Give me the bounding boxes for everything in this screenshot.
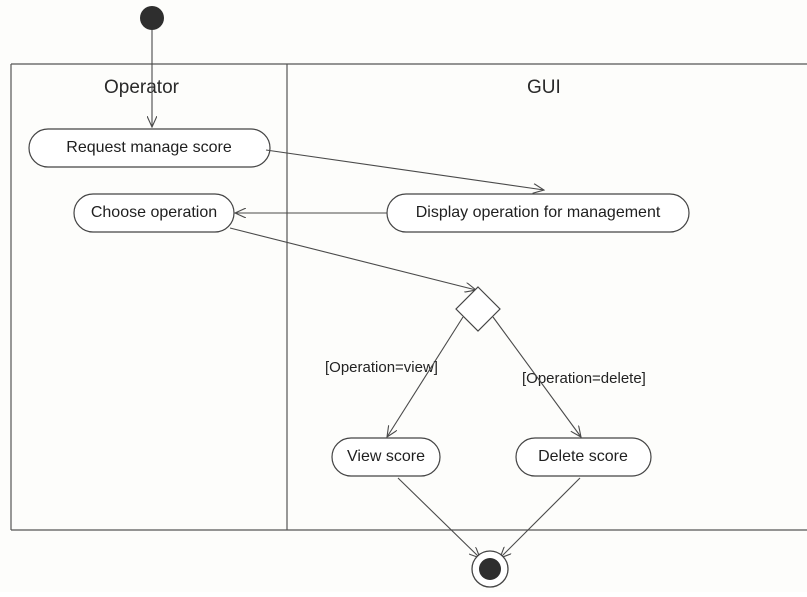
action-shape: [28, 128, 271, 168]
final-node: [471, 550, 509, 588]
initial-node: [140, 6, 164, 30]
action-shape: [73, 193, 235, 233]
flow-request-to-display: [265, 149, 544, 190]
action-label: Display operation for management: [416, 204, 661, 221]
action-view-score: View score: [331, 437, 441, 477]
action-request-manage-score: Request manage score: [28, 128, 271, 168]
lane-title-gui: GUI: [527, 77, 561, 98]
action-display-operation: Display operation for management: [386, 193, 690, 233]
flow-delete-to-final: [500, 477, 581, 558]
action-delete-score: Delete score: [515, 437, 652, 477]
swimlane-frame: [10, 63, 807, 531]
guard-operation-delete: [Operation=delete]: [522, 370, 646, 387]
lane-title-operator: Operator: [104, 77, 180, 98]
flow-choose-to-decision: [229, 227, 476, 290]
action-label: Delete score: [538, 448, 628, 465]
flow-decision-to-view: [387, 316, 464, 437]
action-shape: [331, 437, 441, 477]
action-label: View score: [347, 448, 425, 465]
flow-decision-to-delete: [492, 316, 581, 437]
decision-node: [455, 286, 501, 332]
action-shape: [515, 437, 652, 477]
action-label: Choose operation: [91, 204, 217, 221]
action-label: Request manage score: [66, 139, 232, 156]
action-choose-operation: Choose operation: [73, 193, 235, 233]
final-node-core: [479, 558, 501, 580]
flow-view-to-final: [397, 477, 480, 558]
guard-operation-view: [Operation=view]: [325, 359, 438, 376]
